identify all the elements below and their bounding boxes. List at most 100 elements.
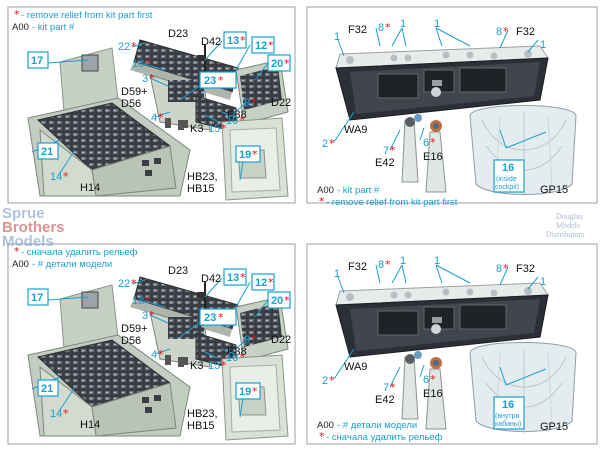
star-15-b: * — [221, 359, 227, 372]
callout-h14-b: H14 — [80, 419, 100, 431]
callout-e42: E42 — [375, 157, 395, 169]
callout-e16: E16 — [423, 151, 443, 163]
callout-2-b: 2 — [322, 375, 328, 387]
boxed-callouts — [27, 31, 525, 430]
callout-hb15-b: HB15 — [187, 420, 215, 432]
callout-22: 22 — [118, 41, 130, 53]
callout-4-b: 4 — [151, 349, 157, 361]
callout-k3-b: K3 — [190, 360, 203, 372]
callout-15-b: 15 — [208, 360, 220, 372]
callout-21: 21 — [41, 146, 53, 158]
star-12-b: * — [268, 276, 274, 289]
callout-22-b: 22 — [118, 278, 130, 290]
star-7: * — [390, 144, 396, 157]
star-18: * — [145, 57, 151, 70]
watermark-brothers: Brothers — [2, 219, 65, 236]
star-23-b: * — [218, 311, 224, 324]
star-14: * — [63, 170, 69, 183]
callout-f32b: F32 — [516, 26, 535, 38]
callout-1a-b: 1 — [334, 268, 340, 280]
callout-15: 15 — [208, 123, 220, 135]
callout-18-b: 18 — [132, 295, 144, 307]
callout-d56-b: D56 — [121, 335, 141, 347]
star-19-b: * — [252, 385, 258, 398]
callout-inside-en: (inside — [496, 176, 517, 183]
legend-code-ru: A00 — [12, 259, 29, 270]
frame-top-left — [7, 6, 296, 204]
callout-6: 6 — [423, 137, 429, 149]
callout-8b-b: 8 — [496, 263, 502, 275]
callout-1c-b: 1 — [434, 255, 440, 267]
callout-3: 3 — [142, 73, 148, 85]
top-right-art — [335, 45, 577, 196]
legend-star-en: * — [14, 8, 20, 21]
watermark-douglas: Douglas — [556, 212, 583, 221]
legend2-remove-en: - remove relief from kit part first — [326, 197, 458, 208]
callout-8a-b: 8 — [378, 259, 384, 271]
callout-13-b: 13 — [227, 272, 239, 284]
legend-kit-en: - kit part # — [32, 22, 75, 33]
callout-f32a-b: F32 — [348, 261, 367, 273]
callout-hb23: HB23, — [187, 171, 218, 183]
callout-17-b: 17 — [31, 292, 43, 304]
callout-d56: D56 — [121, 98, 141, 110]
legend2-remove-ru: - сначала удалить рельеф — [326, 432, 443, 443]
callout-f32b-b: F32 — [516, 263, 535, 275]
star-3: * — [149, 72, 155, 85]
callout-d22: D22 — [271, 97, 291, 109]
callout-1a: 1 — [334, 31, 340, 43]
callout-6-b: 6 — [423, 374, 429, 386]
star-22: * — [131, 40, 137, 53]
callout-19-b: 19 — [239, 386, 251, 398]
star-13-b: * — [240, 271, 246, 284]
star-20: * — [284, 57, 290, 70]
watermark-models: Models — [2, 233, 54, 250]
callout-12-b: 12 — [255, 277, 267, 289]
star-15: * — [221, 122, 227, 135]
callout-21-b: 21 — [41, 383, 53, 395]
callout-20-b: 20 — [271, 295, 283, 307]
star-22-b: * — [131, 277, 137, 290]
callout-8b: 8 — [496, 26, 502, 38]
callout-wa9: WA9 — [344, 124, 367, 136]
star-6: * — [430, 136, 436, 149]
star-10-b: * — [239, 351, 245, 364]
bottom-right-art — [335, 282, 577, 433]
legend2-star-ru: * — [319, 430, 325, 443]
star-9: * — [251, 96, 257, 109]
callout-8a: 8 — [378, 22, 384, 34]
callout-16: 16 — [502, 162, 514, 174]
callout-e38: E38 — [227, 109, 247, 121]
callout-14-b: 14 — [50, 408, 62, 420]
star-8a-b: * — [385, 258, 391, 271]
callout-e16-b: E16 — [423, 388, 443, 400]
star-12: * — [268, 39, 274, 52]
star-4-b: * — [158, 348, 164, 361]
frame-bottom-left — [7, 243, 296, 445]
star-14-b: * — [63, 407, 69, 420]
star-2: * — [329, 137, 335, 150]
callout-d42-b: D42 — [201, 273, 221, 285]
callout-19: 19 — [239, 149, 251, 161]
callout-9: 9 — [244, 97, 250, 109]
callout-12: 12 — [255, 40, 267, 52]
callout-inside-ru: (внутри — [495, 413, 520, 420]
callout-d42: D42 — [201, 36, 221, 48]
legend-code-en: A00 — [12, 22, 29, 33]
callout-9-b: 9 — [244, 334, 250, 346]
callout-gp15: GP15 — [540, 184, 568, 196]
callout-4: 4 — [151, 112, 157, 124]
callout-d22-b: D22 — [271, 334, 291, 346]
callout-7-b: 7 — [383, 382, 389, 394]
callout-1b: 1 — [400, 18, 406, 30]
callout-hb15: HB15 — [187, 183, 215, 195]
frame-bottom-right — [306, 243, 598, 445]
legend2-code-ru: A00 — [317, 420, 334, 431]
callout-3-b: 3 — [142, 310, 148, 322]
callout-h14: H14 — [80, 182, 100, 194]
callout-20: 20 — [271, 58, 283, 70]
star-8b: * — [503, 25, 509, 38]
callout-18: 18 — [132, 58, 144, 70]
callout-1d: 1 — [540, 39, 546, 51]
